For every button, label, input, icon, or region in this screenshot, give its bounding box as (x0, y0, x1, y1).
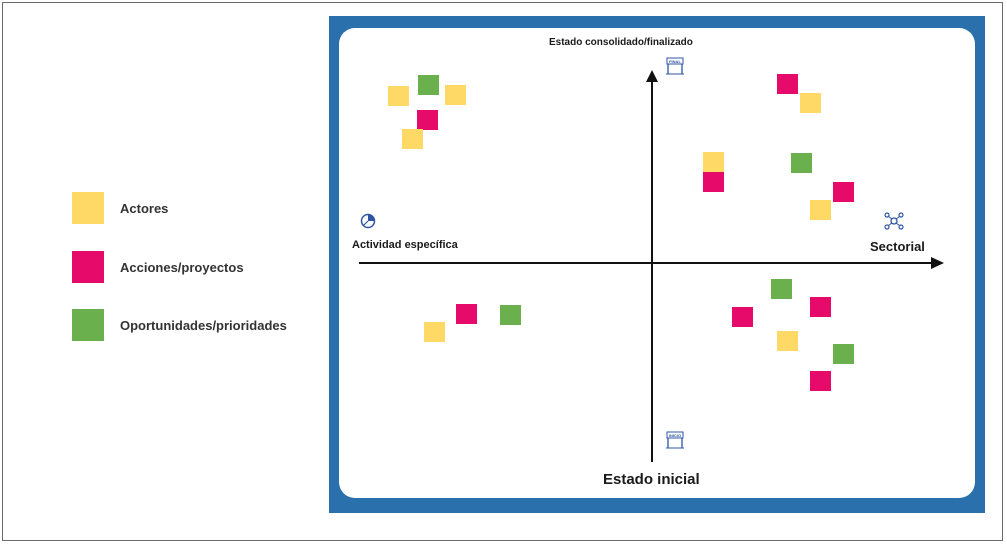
axis-label-bottom: Estado inicial (603, 471, 700, 488)
note-action (810, 371, 831, 391)
legend-label-actions: Acciones/proyectos (120, 260, 244, 275)
note-actor (402, 129, 423, 149)
axes-svg (359, 70, 944, 462)
legend-swatch-actions (72, 251, 104, 283)
note-opportunity (500, 305, 521, 325)
note-action (703, 172, 724, 192)
note-action (456, 304, 477, 324)
note-actor (777, 331, 798, 351)
network-nodes-icon (884, 212, 904, 230)
legend-item-opportunities: Oportunidades/prioridades (72, 309, 332, 341)
start-gate-text: INICIO (669, 433, 681, 438)
note-action (777, 74, 798, 94)
note-action (417, 110, 438, 130)
note-action (833, 182, 854, 202)
note-actor (703, 152, 724, 172)
legend-label-opportunities: Oportunidades/prioridades (120, 318, 287, 333)
note-actor (445, 85, 466, 105)
legend-swatch-actors (72, 192, 104, 224)
note-actor (388, 86, 409, 106)
legend-item-actions: Acciones/proyectos (72, 251, 332, 283)
legend-item-actors: Actores (72, 192, 332, 224)
vertical-axis-arrowhead (646, 70, 658, 82)
quadrant-canvas: Estado consolidado/finalizado Estado ini… (339, 28, 975, 498)
note-actor (424, 322, 445, 342)
note-opportunity (771, 279, 792, 299)
quadrant-board: Estado consolidado/finalizado Estado ini… (329, 16, 985, 513)
finish-gate-icon: FINAL (666, 57, 684, 75)
axis-label-top: Estado consolidado/finalizado (549, 37, 693, 48)
note-actor (810, 200, 831, 220)
note-opportunity (791, 153, 812, 173)
legend-label-actors: Actores (120, 201, 169, 216)
axis-label-right: Sectorial (870, 239, 925, 254)
axis-label-left: Actividad específica (352, 239, 458, 251)
note-action (732, 307, 753, 327)
note-opportunity (833, 344, 854, 364)
start-gate-icon: INICIO (666, 431, 684, 449)
horizontal-axis-arrowhead (931, 257, 944, 269)
note-opportunity (418, 75, 439, 95)
legend-swatch-opportunities (72, 309, 104, 341)
pie-chart-icon (360, 213, 376, 229)
note-actor (800, 93, 821, 113)
finish-gate-text: FINAL (669, 59, 681, 64)
note-action (810, 297, 831, 317)
